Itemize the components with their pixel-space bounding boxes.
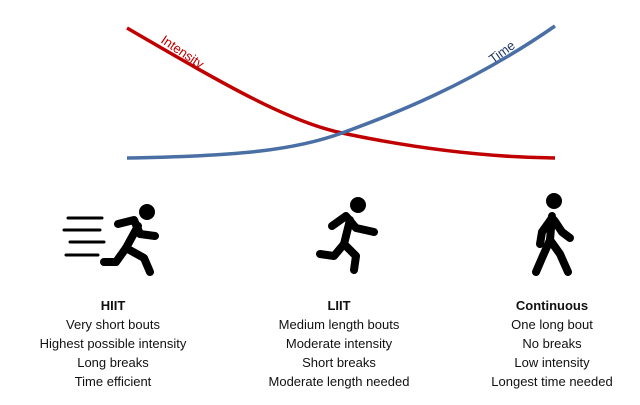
- column-line: Moderate length needed: [268, 374, 410, 389]
- column-line: Short breaks: [302, 355, 376, 370]
- column-line: Low intensity: [514, 355, 590, 370]
- liit-column: LIIT Medium length bouts Moderate intens…: [229, 296, 449, 391]
- column-line: Moderate intensity: [285, 336, 393, 351]
- column-title: LIIT: [327, 298, 351, 313]
- column-line: Very short bouts: [66, 317, 160, 332]
- column-line: Medium length bouts: [278, 317, 400, 332]
- column-line: Longest time needed: [491, 374, 613, 389]
- time-curve: [126, 24, 556, 160]
- walking-person-icon: [532, 193, 574, 276]
- column-line: Long breaks: [77, 355, 149, 370]
- sprinting-person-icon: [62, 204, 159, 276]
- column-line: Highest possible intensity: [39, 336, 187, 351]
- column-title: HIIT: [100, 298, 126, 313]
- continuous-column: Continuous One long bout No breaks Low i…: [442, 296, 640, 391]
- column-title: Continuous: [515, 298, 589, 313]
- intensity-time-curves: Intensity Time: [126, 24, 556, 160]
- column-line: One long bout: [511, 317, 593, 332]
- running-person-icon: [316, 197, 378, 274]
- column-line: No breaks: [522, 336, 582, 351]
- time-label: Time: [486, 38, 518, 67]
- column-line: Time efficient: [74, 374, 152, 389]
- hiit-column: HIIT Very short bouts Highest possible i…: [3, 296, 223, 391]
